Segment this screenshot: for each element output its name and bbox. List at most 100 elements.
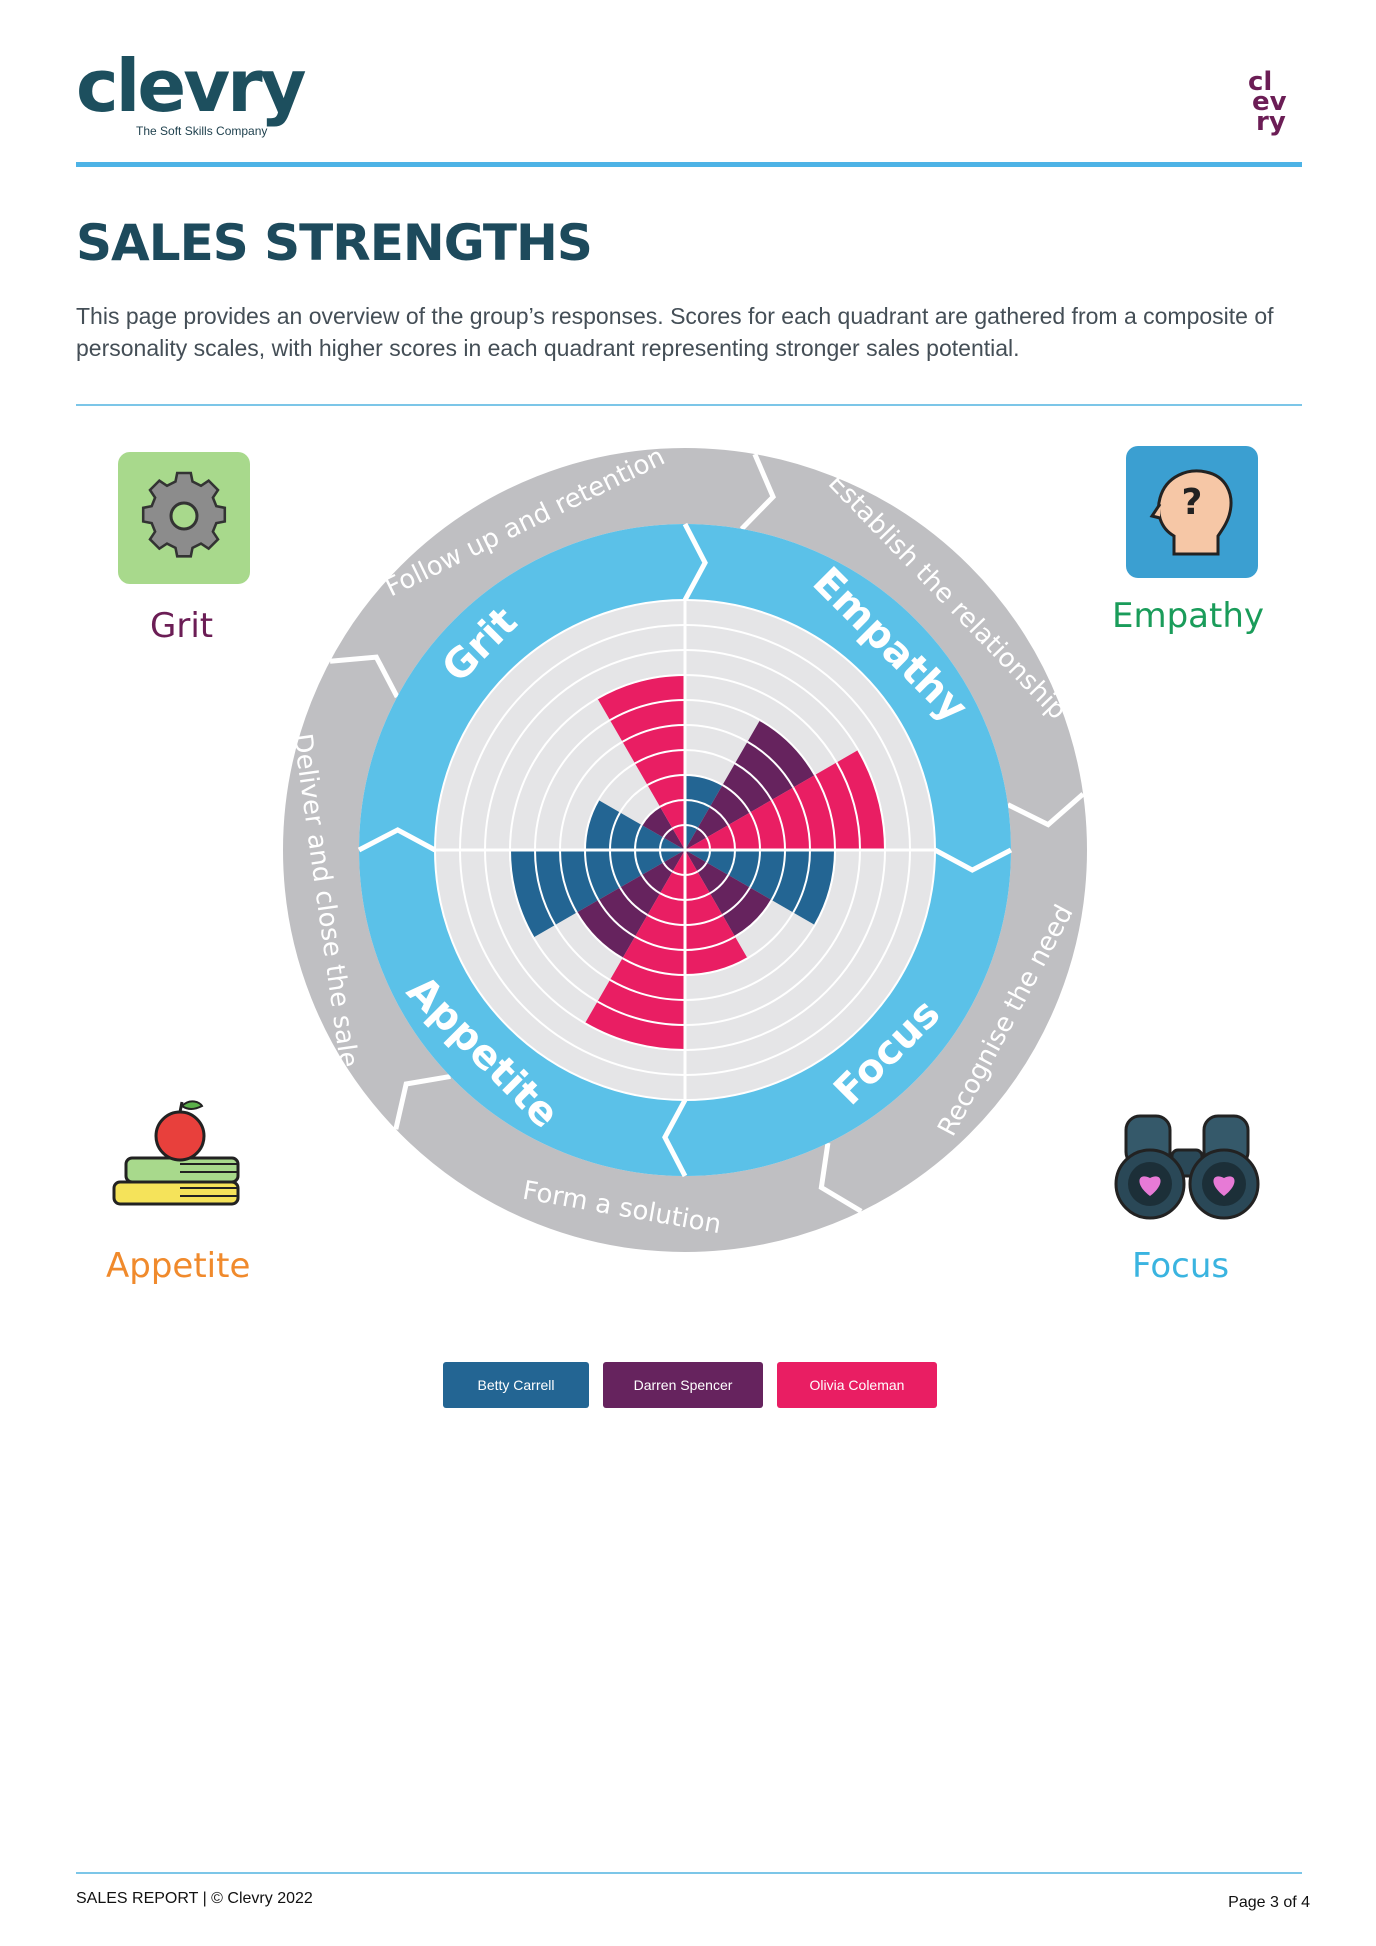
bar-olivia-coleman-focus xyxy=(685,850,748,975)
bar-ring-line xyxy=(662,861,674,873)
inner-separator xyxy=(357,827,437,853)
bar-ring-line xyxy=(619,886,649,916)
section-divider xyxy=(76,404,1302,406)
binoculars-icon xyxy=(1114,1114,1260,1220)
bar-ring-line xyxy=(792,787,811,851)
bar-ring-line xyxy=(575,911,624,960)
outer-ring xyxy=(283,448,1087,1252)
footer-page-number: Page 3 of 4 xyxy=(1228,1894,1310,1911)
outer-separator xyxy=(818,1142,863,1214)
bar-ring-line xyxy=(709,874,730,895)
appetite-label: Appetite xyxy=(106,1246,251,1286)
logo-tagline: The Soft Skills Company xyxy=(136,124,268,138)
bar-betty-carrell-appetite xyxy=(510,850,685,938)
clevry-logo: clevry The Soft Skills Company xyxy=(76,50,336,150)
bar-ring-line xyxy=(584,849,600,901)
bar-ring-line xyxy=(647,914,686,926)
footer-divider xyxy=(76,1872,1302,1874)
chart-axes xyxy=(435,600,935,1100)
bar-ring-line xyxy=(597,899,636,938)
inner-separator xyxy=(933,847,1013,873)
bar-ring-line xyxy=(814,774,836,851)
legend-item-darren-spencer: Darren Spencer xyxy=(603,1362,763,1408)
bar-ring-line xyxy=(634,749,686,765)
mini-logo-line: ev xyxy=(1252,87,1287,117)
bar-ring-line xyxy=(684,774,723,786)
svg-text:?: ? xyxy=(1182,482,1203,523)
bar-ring-line xyxy=(734,762,773,801)
footer-report-label: SALES REPORT | © Clevry 2022 xyxy=(76,1890,313,1907)
bar-ring-line xyxy=(640,874,661,895)
bar-ring-line xyxy=(622,957,686,976)
bar-ring-line xyxy=(696,861,708,873)
chart-bars xyxy=(509,674,886,1051)
bar-ring-line xyxy=(559,849,578,913)
bar-ring-line xyxy=(759,719,816,776)
bar-ring-line xyxy=(609,849,621,888)
bar-betty-carrell-grit xyxy=(585,800,685,850)
page-title: SALES STRENGTHS xyxy=(76,214,593,272)
bar-ring-line xyxy=(857,749,886,851)
inner-separator xyxy=(682,522,708,602)
bar-ring-line xyxy=(584,799,600,851)
bar-ring-line xyxy=(746,740,795,789)
bar-betty-carrell-empathy xyxy=(685,775,723,850)
outer-separator xyxy=(739,453,777,531)
bar-ring-line xyxy=(770,799,786,851)
bar-ring-line xyxy=(584,1022,686,1051)
bar-ring-line xyxy=(770,849,786,901)
bar-ring-line xyxy=(792,849,811,913)
bar-ring-line xyxy=(684,935,736,951)
bar-ring-line xyxy=(721,784,751,814)
bar-ring-line xyxy=(662,827,674,839)
bar-darren-spencer-empathy xyxy=(685,720,815,850)
inner-ring-separators xyxy=(357,522,1013,1178)
logo-wordmark: clevry xyxy=(76,44,307,128)
outer-separator xyxy=(393,1073,451,1130)
bar-darren-spencer-grit xyxy=(641,806,685,850)
sales-strengths-chart: Grit ? Empathy Appetite Focus xyxy=(0,420,1376,1320)
empathy-label: Empathy xyxy=(1112,596,1265,636)
inner-separator xyxy=(662,1098,688,1178)
bar-darren-spencer-focus xyxy=(685,850,772,937)
bar-olivia-coleman-empathy xyxy=(685,750,885,850)
bar-ring-line xyxy=(634,935,686,951)
bar-ring-line xyxy=(835,762,861,851)
bar-ring-line xyxy=(814,849,836,926)
apple-books-icon xyxy=(112,1100,240,1206)
bar-ring-line xyxy=(609,812,621,851)
outer-separator xyxy=(1006,792,1085,828)
legend-item-betty-carrell: Betty Carrell xyxy=(443,1362,589,1408)
bar-ring-line xyxy=(647,774,686,786)
bar-olivia-coleman-appetite xyxy=(585,850,685,1050)
bar-olivia-coleman-grit xyxy=(597,675,685,850)
grit-label: Grit xyxy=(150,606,214,646)
bar-ring-line xyxy=(509,849,535,938)
focus-label: Focus xyxy=(1132,1246,1230,1286)
bar-ring-line xyxy=(534,849,556,926)
bar-ring-line xyxy=(684,957,748,976)
page-intro: This page provides an overview of the gr… xyxy=(76,303,1274,361)
legend-item-olivia-coleman: Olivia Coleman xyxy=(777,1362,937,1408)
bar-ring-line xyxy=(749,849,761,888)
bar-ring-line xyxy=(696,827,708,839)
gear-icon xyxy=(141,471,227,558)
inner-ring xyxy=(359,524,1011,1176)
outer-ring-separators xyxy=(329,453,1085,1214)
bar-darren-spencer-appetite xyxy=(576,850,685,959)
mini-logo: cl ev ry xyxy=(1248,67,1308,142)
outer-separator xyxy=(329,654,400,699)
head-question-icon: ? xyxy=(1149,469,1233,556)
bar-ring-line xyxy=(597,674,686,700)
bar-ring-line xyxy=(721,886,751,916)
empathy-tile: ? xyxy=(1126,446,1258,578)
header-divider xyxy=(76,162,1302,167)
bar-ring-line xyxy=(609,699,686,721)
mini-logo-line: cl xyxy=(1248,67,1273,97)
bar-ring-line xyxy=(609,979,686,1001)
bar-ring-line xyxy=(622,724,686,743)
bar-ring-line xyxy=(597,1000,686,1026)
bar-ring-line xyxy=(734,899,773,938)
chart-legend: Betty Carrell Darren Spencer Olivia Cole… xyxy=(443,1362,937,1408)
